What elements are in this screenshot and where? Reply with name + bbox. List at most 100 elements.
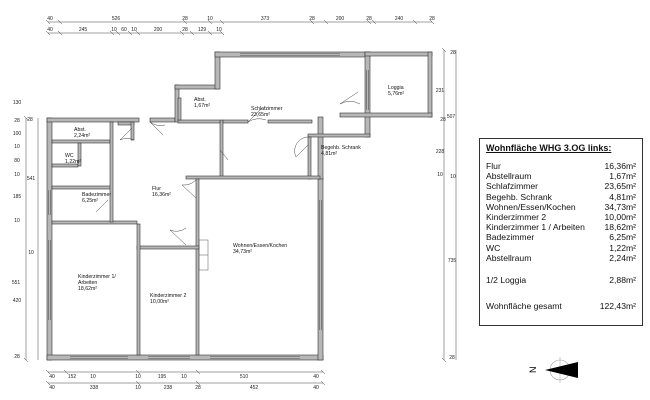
room-wc-area: 1,22m² (65, 159, 81, 165)
dimension-ticks (23, 19, 447, 386)
area-table: Wohnfläche WHG 3.OG links: Flur 16,36m² Ab… (479, 138, 643, 326)
area-label: Badezimmer (486, 232, 535, 243)
room-schrank-area: 4,81m² (321, 151, 337, 157)
area-label: Schlafzimmer (486, 181, 539, 192)
dim-top2-6: 200 (154, 27, 163, 33)
area-table-title: Wohnfläche WHG 3.OG links: (486, 143, 612, 153)
area-row: Badezimmer 6,25m² (486, 232, 636, 242)
area-row-total: Wohnfläche gesamt 122,43m² (486, 301, 636, 311)
dim-left1-11: 28 (14, 354, 20, 360)
dim-top1-7: 200 (336, 16, 345, 22)
dim-left1-10: 420 (13, 298, 22, 304)
area-label: Wohnfläche gesamt (486, 301, 562, 312)
area-label: WC (486, 242, 501, 253)
dim-bottom2-6: 452 (250, 385, 259, 391)
area-row-loggia: 1/2 Loggia 2,88m² (486, 275, 636, 285)
dim-right1-1: 28 (450, 50, 456, 56)
room-wohnen-name: Wohnen/Essen/Kochen (233, 243, 287, 249)
dim-top1-10: 28 (429, 16, 435, 22)
dim-bottom1-5: 195 (158, 374, 167, 380)
dim-bottom2-2: 338 (90, 385, 99, 391)
area-value: 2,24m² (609, 252, 636, 263)
dim-left2-1: 541 (27, 176, 36, 182)
area-label: Kinderzimmer 2 (486, 212, 547, 223)
area-value: 10,00m² (604, 212, 636, 223)
dim-top1-3: 28 (182, 16, 188, 22)
area-value: 2,88m² (609, 275, 636, 286)
dim-bottom2-3: 10 (135, 385, 141, 391)
room-kind2-name: Kinderzimmer 2 (150, 293, 186, 299)
area-label: 1/2 Loggia (486, 275, 527, 286)
room-schrank-name: Begehb. Schrank (321, 145, 361, 151)
north-arrow: N (528, 357, 578, 383)
dim-top1-5: 373 (261, 16, 270, 22)
area-label: Kinderzimmer 1 / Arbeiten (486, 222, 585, 233)
dim-bottom1-3: 10 (90, 374, 96, 380)
area-label: Wohnen/Essen/Kochen (486, 201, 576, 212)
area-row: Abstellraum 2,24m² (486, 253, 636, 263)
room-abst1-name: Abst. (74, 127, 86, 133)
room-kind1-area: 18,62m² (78, 286, 97, 292)
dim-bottom1-1: 40 (49, 374, 55, 380)
room-kind2-area: 10,00m² (150, 299, 169, 305)
dim-bottom2-7: 40 (313, 385, 319, 391)
room-kind1-name: Kinderzimmer 1/ (78, 274, 116, 280)
dim-left1-3: 28 (14, 118, 20, 124)
kitchen-unit (198, 239, 209, 271)
area-row: Flur 16,36m² (486, 161, 636, 171)
dim-left1-1: 28 (27, 117, 33, 123)
area-value: 16,36m² (604, 161, 636, 171)
dim-right1-5: 10 (437, 172, 443, 178)
area-value: 122,43m² (599, 301, 636, 312)
dim-top2-7: 28 (182, 27, 188, 33)
room-abst2-area: 1,67m² (194, 103, 210, 109)
room-kind1-sub: Arbeiten (78, 280, 97, 286)
windows (48, 53, 369, 359)
dim-left2-2: 551 (12, 280, 21, 286)
spacer (486, 263, 636, 275)
dim-bottom1-2: 152 (68, 374, 77, 380)
dim-bottom1-7: 510 (240, 374, 249, 380)
area-label: Abstellraum (486, 171, 532, 182)
dim-right2-1: 507 (447, 114, 456, 120)
dimension-lines (25, 21, 457, 384)
dim-left1-7: 10 (14, 172, 20, 178)
area-value: 6,25m² (609, 232, 636, 243)
dim-top1-4: 10 (207, 16, 213, 22)
dim-top1-2: 526 (112, 16, 121, 22)
area-value: 23,65m² (604, 181, 636, 192)
area-value: 1,67m² (609, 171, 636, 182)
room-wohnen-area: 34,73m² (233, 249, 252, 255)
dim-top2-9: 10 (216, 27, 222, 33)
room-labels: Abst. 2,24m² WC 1,22m² Badezimmer 6,25m²… (65, 85, 404, 305)
area-value: 34,73m² (604, 201, 636, 212)
area-label: Flur (486, 161, 501, 171)
area-row: Schlafzimmer 23,65m² (486, 181, 636, 191)
room-flur-area: 16,36m² (152, 192, 171, 198)
area-value: 4,81m² (609, 191, 636, 202)
dim-bottom1-6: 10 (181, 374, 187, 380)
dim-top2-2: 245 (79, 27, 88, 33)
walls (46, 51, 433, 361)
dim-left1-5: 10 (14, 144, 20, 150)
room-loggia-name: Loggia (388, 85, 404, 91)
dim-right1-4: 228 (436, 149, 445, 155)
dim-top1-9: 240 (395, 16, 404, 22)
dim-right1-2: 231 (436, 88, 445, 94)
north-label: N (528, 367, 538, 374)
dim-left1-bis: 10 (28, 250, 34, 256)
dim-top2-4: 60 (121, 27, 127, 33)
dimension-labels: 40 526 28 10 373 28 200 28 240 28 40 245… (12, 16, 457, 391)
dim-right1-3: 28 (440, 117, 446, 123)
room-schlaf-name: Schlafzimmer (251, 106, 283, 112)
area-label: Abstellraum (486, 252, 532, 263)
dim-top2-5: 10 (131, 27, 137, 33)
dim-right1-6: 735 (448, 258, 457, 264)
dim-left1-2: 130 (13, 100, 22, 106)
dim-top1-6: 28 (309, 16, 315, 22)
